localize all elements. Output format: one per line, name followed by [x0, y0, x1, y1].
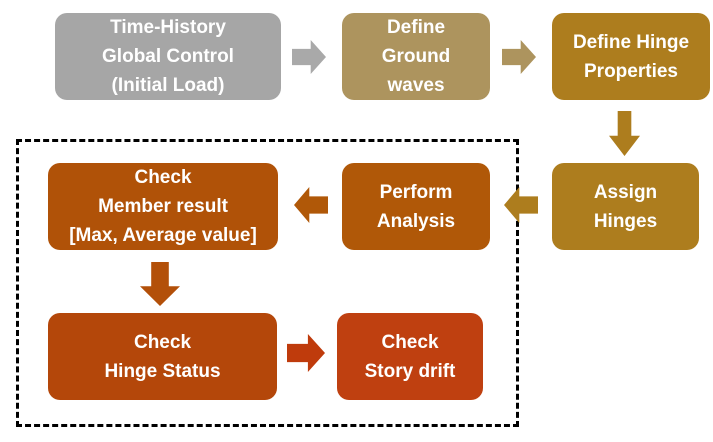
- box-line: Properties: [584, 60, 678, 82]
- arrow-to-define-hinge-properties: [502, 40, 536, 74]
- flow-box-perform-analysis: Perform Analysis: [342, 163, 490, 250]
- box-line: Hinges: [593, 210, 658, 232]
- flow-box-assign-hinges: Assign Hinges: [552, 163, 699, 250]
- box-line: Perform: [379, 181, 453, 203]
- box-line: Story drift: [364, 360, 456, 382]
- box-line: [Max, Average value]: [69, 225, 257, 246]
- box-line: (Initial Load): [111, 75, 225, 96]
- box-line: Check: [134, 167, 192, 188]
- box-line: Global Control: [102, 46, 234, 67]
- flow-box-define-ground-waves: Define Ground waves: [342, 13, 490, 100]
- flow-box-check-hinge-status: Check Hinge Status: [48, 313, 277, 400]
- flow-box-check-member-result: Check Member result [Max, Average value]: [48, 163, 278, 250]
- box-line: Hinge Status: [104, 360, 221, 382]
- box-line: Assign: [593, 181, 658, 203]
- box-line: Check: [133, 331, 192, 353]
- box-line: Ground: [381, 46, 451, 67]
- arrow-to-define-ground-waves: [292, 40, 326, 74]
- flow-box-define-hinge-properties: Define Hinge Properties: [552, 13, 710, 100]
- box-line: waves: [387, 75, 445, 96]
- flow-box-check-story-drift: Check Story drift: [337, 313, 483, 400]
- box-line: Time-History: [110, 17, 226, 38]
- arrow-to-assign-hinges: [609, 111, 640, 156]
- box-line: Define: [386, 17, 446, 38]
- box-line: Check: [381, 331, 439, 353]
- box-line: Analysis: [376, 210, 456, 232]
- box-line: Define Hinge: [572, 31, 690, 53]
- check-group-dashed-box: [16, 139, 519, 427]
- box-line: Member result: [98, 196, 228, 217]
- flow-box-time-history-global-control: Time-History Global Control (Initial Loa…: [55, 13, 281, 100]
